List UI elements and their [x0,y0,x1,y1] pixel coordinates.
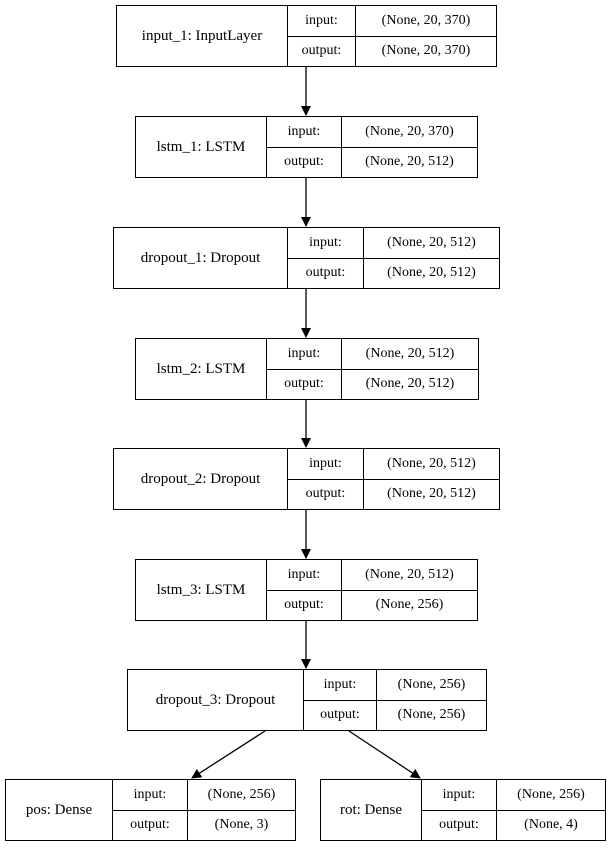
output-shape: (None, 256) [375,597,444,613]
output-label: output: [267,590,342,620]
layer-name: dropout_1: Dropout [114,228,288,288]
layer-name: pos: Dense [6,780,113,840]
input-row: input: (None, 256) [113,780,295,810]
input-shape: (None, 256) [517,786,585,802]
output-row: output: (None, 20, 512) [288,478,499,509]
output-row: output: (None, 3) [113,809,295,840]
output-row: output: (None, 20, 512) [288,257,499,288]
input-shape: (None, 20, 370) [365,123,454,139]
layer-shapes: input: (None, 20, 370) output: (None, 20, 5… [267,117,477,177]
layer-shapes: input: (None, 20, 512) output: (None, 20, 5… [288,449,499,509]
layer-shapes: input: (None, 256) output: (None, 3) [113,780,295,840]
input-label: input: [288,449,364,479]
output-label: output: [422,810,497,840]
input-row: input: (None, 20, 512) [288,228,499,258]
output-label: output: [304,700,377,730]
output-row: output: (None, 20, 370) [288,35,496,66]
input-label: input: [304,670,377,700]
output-label: output: [288,479,364,509]
output-shape: (None, 20, 512) [365,376,455,392]
output-label: output: [288,258,364,288]
output-row: output: (None, 20, 512) [267,146,477,177]
input-row: input: (None, 20, 512) [267,339,478,369]
input-row: input: (None, 256) [422,780,605,810]
input-shape: (None, 256) [207,786,276,802]
input-shape: (None, 20, 512) [365,345,455,361]
output-label: output: [267,147,342,177]
input-label: input: [113,780,188,810]
output-shape: (None, 20, 512) [387,486,476,502]
layer-shapes: input: (None, 20, 370) output: (None, 20, 3… [288,6,496,66]
input-row: input: (None, 20, 512) [267,560,477,590]
input-shape: (None, 256) [397,676,466,692]
input-label: input: [288,6,356,36]
layer-shapes: input: (None, 256) output: (None, 256) [304,670,486,730]
layer-name: lstm_2: LSTM [136,339,267,399]
input-row: input: (None, 20, 370) [288,6,496,36]
edge-dropout_3-to-rot [348,730,421,779]
output-row: output: (None, 4) [422,809,605,840]
input-shape: (None, 20, 512) [387,455,476,471]
input-shape: (None, 20, 512) [387,234,476,250]
input-label: input: [288,228,364,258]
input-label: input: [422,780,497,810]
output-row: output: (None, 256) [267,589,477,620]
layer-shapes: input: (None, 20, 512) output: (None, 20, 5… [267,339,478,399]
output-shape: (None, 3) [214,817,269,833]
layer-name: dropout_3: Dropout [128,670,304,730]
layer-shapes: input: (None, 20, 512) output: (None, 20, 5… [288,228,499,288]
layer-name: rot: Dense [321,780,422,840]
input-row: input: (None, 20, 370) [267,117,477,147]
input-label: input: [267,117,342,147]
output-label: output: [113,810,188,840]
output-label: output: [267,369,342,399]
layer-shapes: input: (None, 256) output: (None, 4) [422,780,605,840]
output-row: output: (None, 256) [304,699,486,730]
input-row: input: (None, 20, 512) [288,449,499,479]
input-label: input: [267,339,342,369]
edge-dropout_3-to-pos [191,730,266,779]
input-row: input: (None, 256) [304,670,486,700]
input-shape: (None, 20, 512) [365,566,454,582]
output-shape: (None, 256) [397,707,466,723]
input-shape: (None, 20, 370) [381,12,471,28]
output-row: output: (None, 20, 512) [267,368,478,399]
output-shape: (None, 20, 512) [387,265,476,281]
output-shape: (None, 20, 512) [365,154,454,170]
layer-name: lstm_1: LSTM [136,117,267,177]
output-label: output: [288,36,356,66]
input-label: input: [267,560,342,590]
output-shape: (None, 20, 370) [381,43,471,59]
output-shape: (None, 4) [524,817,578,833]
layer-name: dropout_2: Dropout [114,449,288,509]
layer-shapes: input: (None, 20, 512) output: (None, 256) [267,560,477,620]
layer-name: lstm_3: LSTM [136,560,267,620]
layer-name: input_1: InputLayer [117,6,288,66]
